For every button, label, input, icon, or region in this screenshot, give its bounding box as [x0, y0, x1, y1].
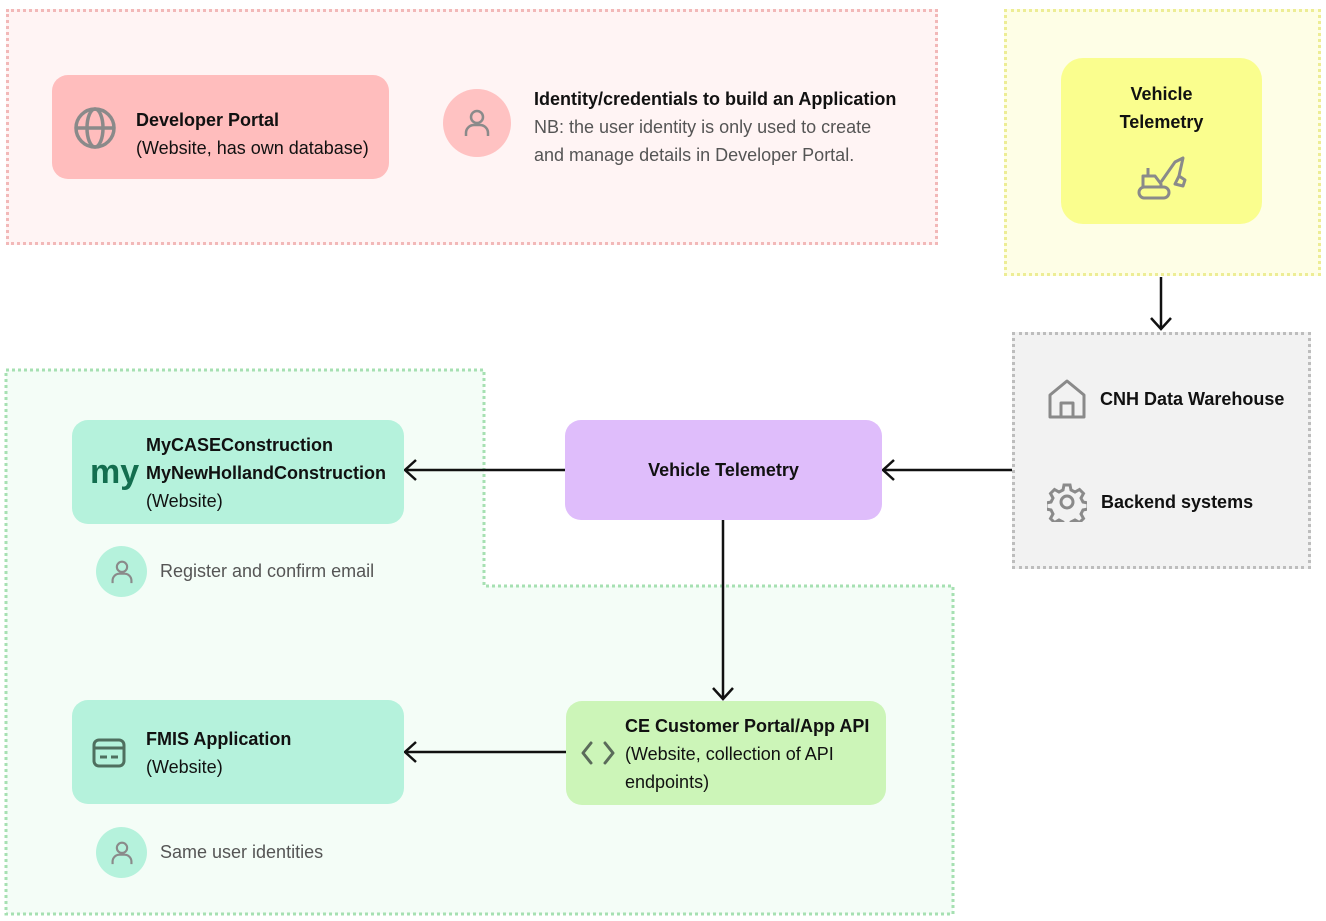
mycase-line3: (Website)	[146, 491, 223, 511]
app-window-icon	[92, 738, 126, 768]
register-avatar	[96, 546, 147, 597]
data-sources-region	[1012, 332, 1311, 569]
fmis-subtitle: (Website)	[146, 757, 223, 777]
arrow-warehouse-to-telemetry	[881, 459, 1012, 481]
user-icon	[464, 109, 490, 136]
gear-icon	[1047, 483, 1087, 522]
identity-avatar	[443, 89, 511, 157]
arrow-api-to-fmis	[403, 741, 566, 763]
developer-portal-subtitle: (Website, has own database)	[136, 138, 369, 158]
mycase-node	[72, 420, 404, 524]
identity-line2: and manage details in Developer Portal.	[534, 145, 855, 165]
vehicle-telemetry-node	[565, 420, 882, 520]
api-line3: endpoints)	[625, 772, 710, 792]
my-logo: my	[90, 453, 140, 491]
fmis-node	[72, 700, 404, 804]
identity-title: Identity/credentials to build an Applica…	[534, 89, 897, 109]
user-icon	[111, 560, 132, 583]
mycase-line2: MyNewHollandConstruction	[146, 463, 387, 483]
arrow-telemetry-to-warehouse	[1150, 277, 1172, 331]
user-icon	[111, 841, 132, 864]
mycase-line1: MyCASEConstruction	[146, 435, 334, 455]
globe-icon	[74, 107, 116, 149]
vehicle-telemetry-source-line1: Vehicle	[1130, 84, 1193, 104]
vehicle-telemetry-label: Vehicle Telemetry	[648, 460, 799, 480]
fmis-title: FMIS Application	[146, 729, 292, 749]
api-line2: (Website, collection of API	[625, 744, 834, 764]
arrow-telemetry-to-api	[712, 520, 734, 701]
identity-line1: NB: the user identity is only used to cr…	[534, 117, 872, 137]
api-title: CE Customer Portal/App API	[625, 716, 870, 736]
backend-label: Backend systems	[1101, 492, 1254, 512]
vehicle-telemetry-source-node	[1061, 58, 1262, 224]
code-brackets-icon	[581, 741, 615, 765]
arrow-telemetry-to-mycase	[403, 459, 565, 481]
developer-portal-title: Developer Portal	[136, 110, 280, 130]
warehouse-label: CNH Data Warehouse	[1100, 389, 1285, 409]
vehicle-telemetry-source-line2: Telemetry	[1119, 112, 1204, 132]
api-node	[566, 701, 886, 805]
same-identities-avatar	[96, 827, 147, 878]
same-identities-label: Same user identities	[160, 842, 324, 862]
house-icon	[1048, 379, 1086, 419]
excavator-icon	[1137, 156, 1187, 200]
register-label: Register and confirm email	[160, 561, 375, 581]
